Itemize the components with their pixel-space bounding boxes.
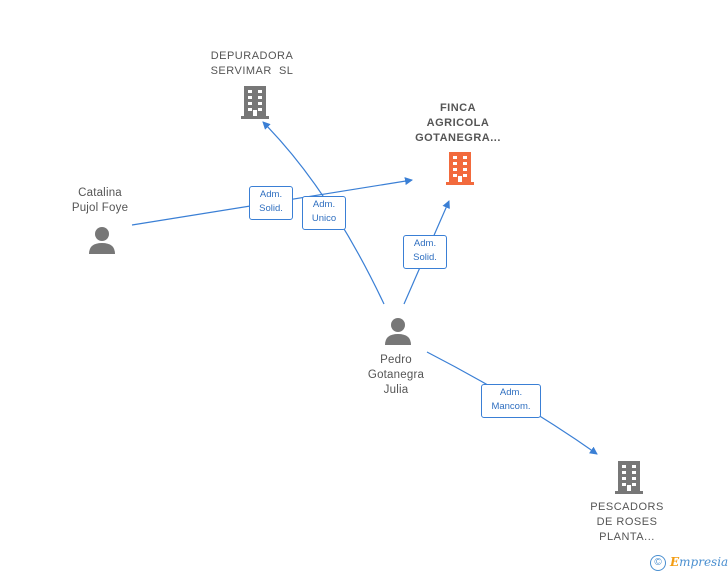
company-label-pescadors[interactable]: PESCADORS DE ROSES PLANTA...	[570, 500, 684, 545]
brand-logo-rest: mpresia	[679, 555, 728, 569]
edge-badge-pedro-depuradora[interactable]: Adm. Unico	[302, 196, 346, 230]
copyright-icon: ©	[650, 555, 666, 571]
badge-line2: Unico	[311, 213, 337, 224]
person-label-pedro[interactable]: Pedro Gotanegra Julia	[346, 353, 446, 398]
person-label-catalina[interactable]: Catalina Pujol Foye	[48, 186, 152, 216]
catalina-label-line2: Pujol Foye	[71, 202, 129, 214]
edge-badge-pedro-pescadors[interactable]: Adm. Mancom.	[481, 384, 541, 418]
badge-line2: Mancom.	[491, 401, 531, 412]
company-label-depuradora[interactable]: DEPURADORA SERVIMAR SL	[192, 49, 312, 79]
person-icon[interactable]	[87, 225, 117, 255]
pescadors-label-line3: PLANTA...	[599, 531, 655, 543]
brand-logo-initial: E	[670, 555, 680, 569]
badge-line1: Adm.	[499, 387, 523, 398]
building-icon[interactable]	[444, 150, 476, 186]
company-label-finca[interactable]: FINCA AGRICOLA GOTANEGRA...	[398, 101, 518, 146]
edge-badge-pedro-finca[interactable]: Adm. Solid.	[403, 235, 447, 269]
pescadors-label-line2: DE ROSES	[596, 516, 658, 528]
badge-line1: Adm.	[259, 189, 283, 200]
pedro-label-line1: Pedro	[380, 354, 412, 366]
edge-badge-catalina-finca[interactable]: Adm. Solid.	[249, 186, 293, 220]
badge-line2: Solid.	[413, 252, 437, 263]
catalina-label-line1: Catalina	[78, 187, 122, 199]
depuradora-label-line1: DEPURADORA	[210, 50, 294, 62]
badge-line2: Solid.	[259, 203, 283, 214]
badge-line1: Adm.	[413, 238, 437, 249]
brand-logo[interactable]: Empresia	[670, 555, 728, 569]
pedro-label-line2: Gotanegra	[367, 369, 425, 381]
building-icon[interactable]	[613, 459, 645, 495]
pescadors-label-line1: PESCADORS	[590, 501, 664, 513]
badge-line1: Adm.	[312, 199, 336, 210]
depuradora-label-line2: SERVIMAR SL	[210, 65, 294, 77]
finca-label-line1: FINCA	[439, 102, 477, 114]
pedro-label-line3: Julia	[383, 384, 409, 396]
building-icon[interactable]	[239, 84, 271, 120]
finca-label-line2: AGRICOLA	[426, 117, 490, 129]
person-icon[interactable]	[383, 316, 413, 346]
finca-label-line3: GOTANEGRA...	[415, 132, 501, 144]
